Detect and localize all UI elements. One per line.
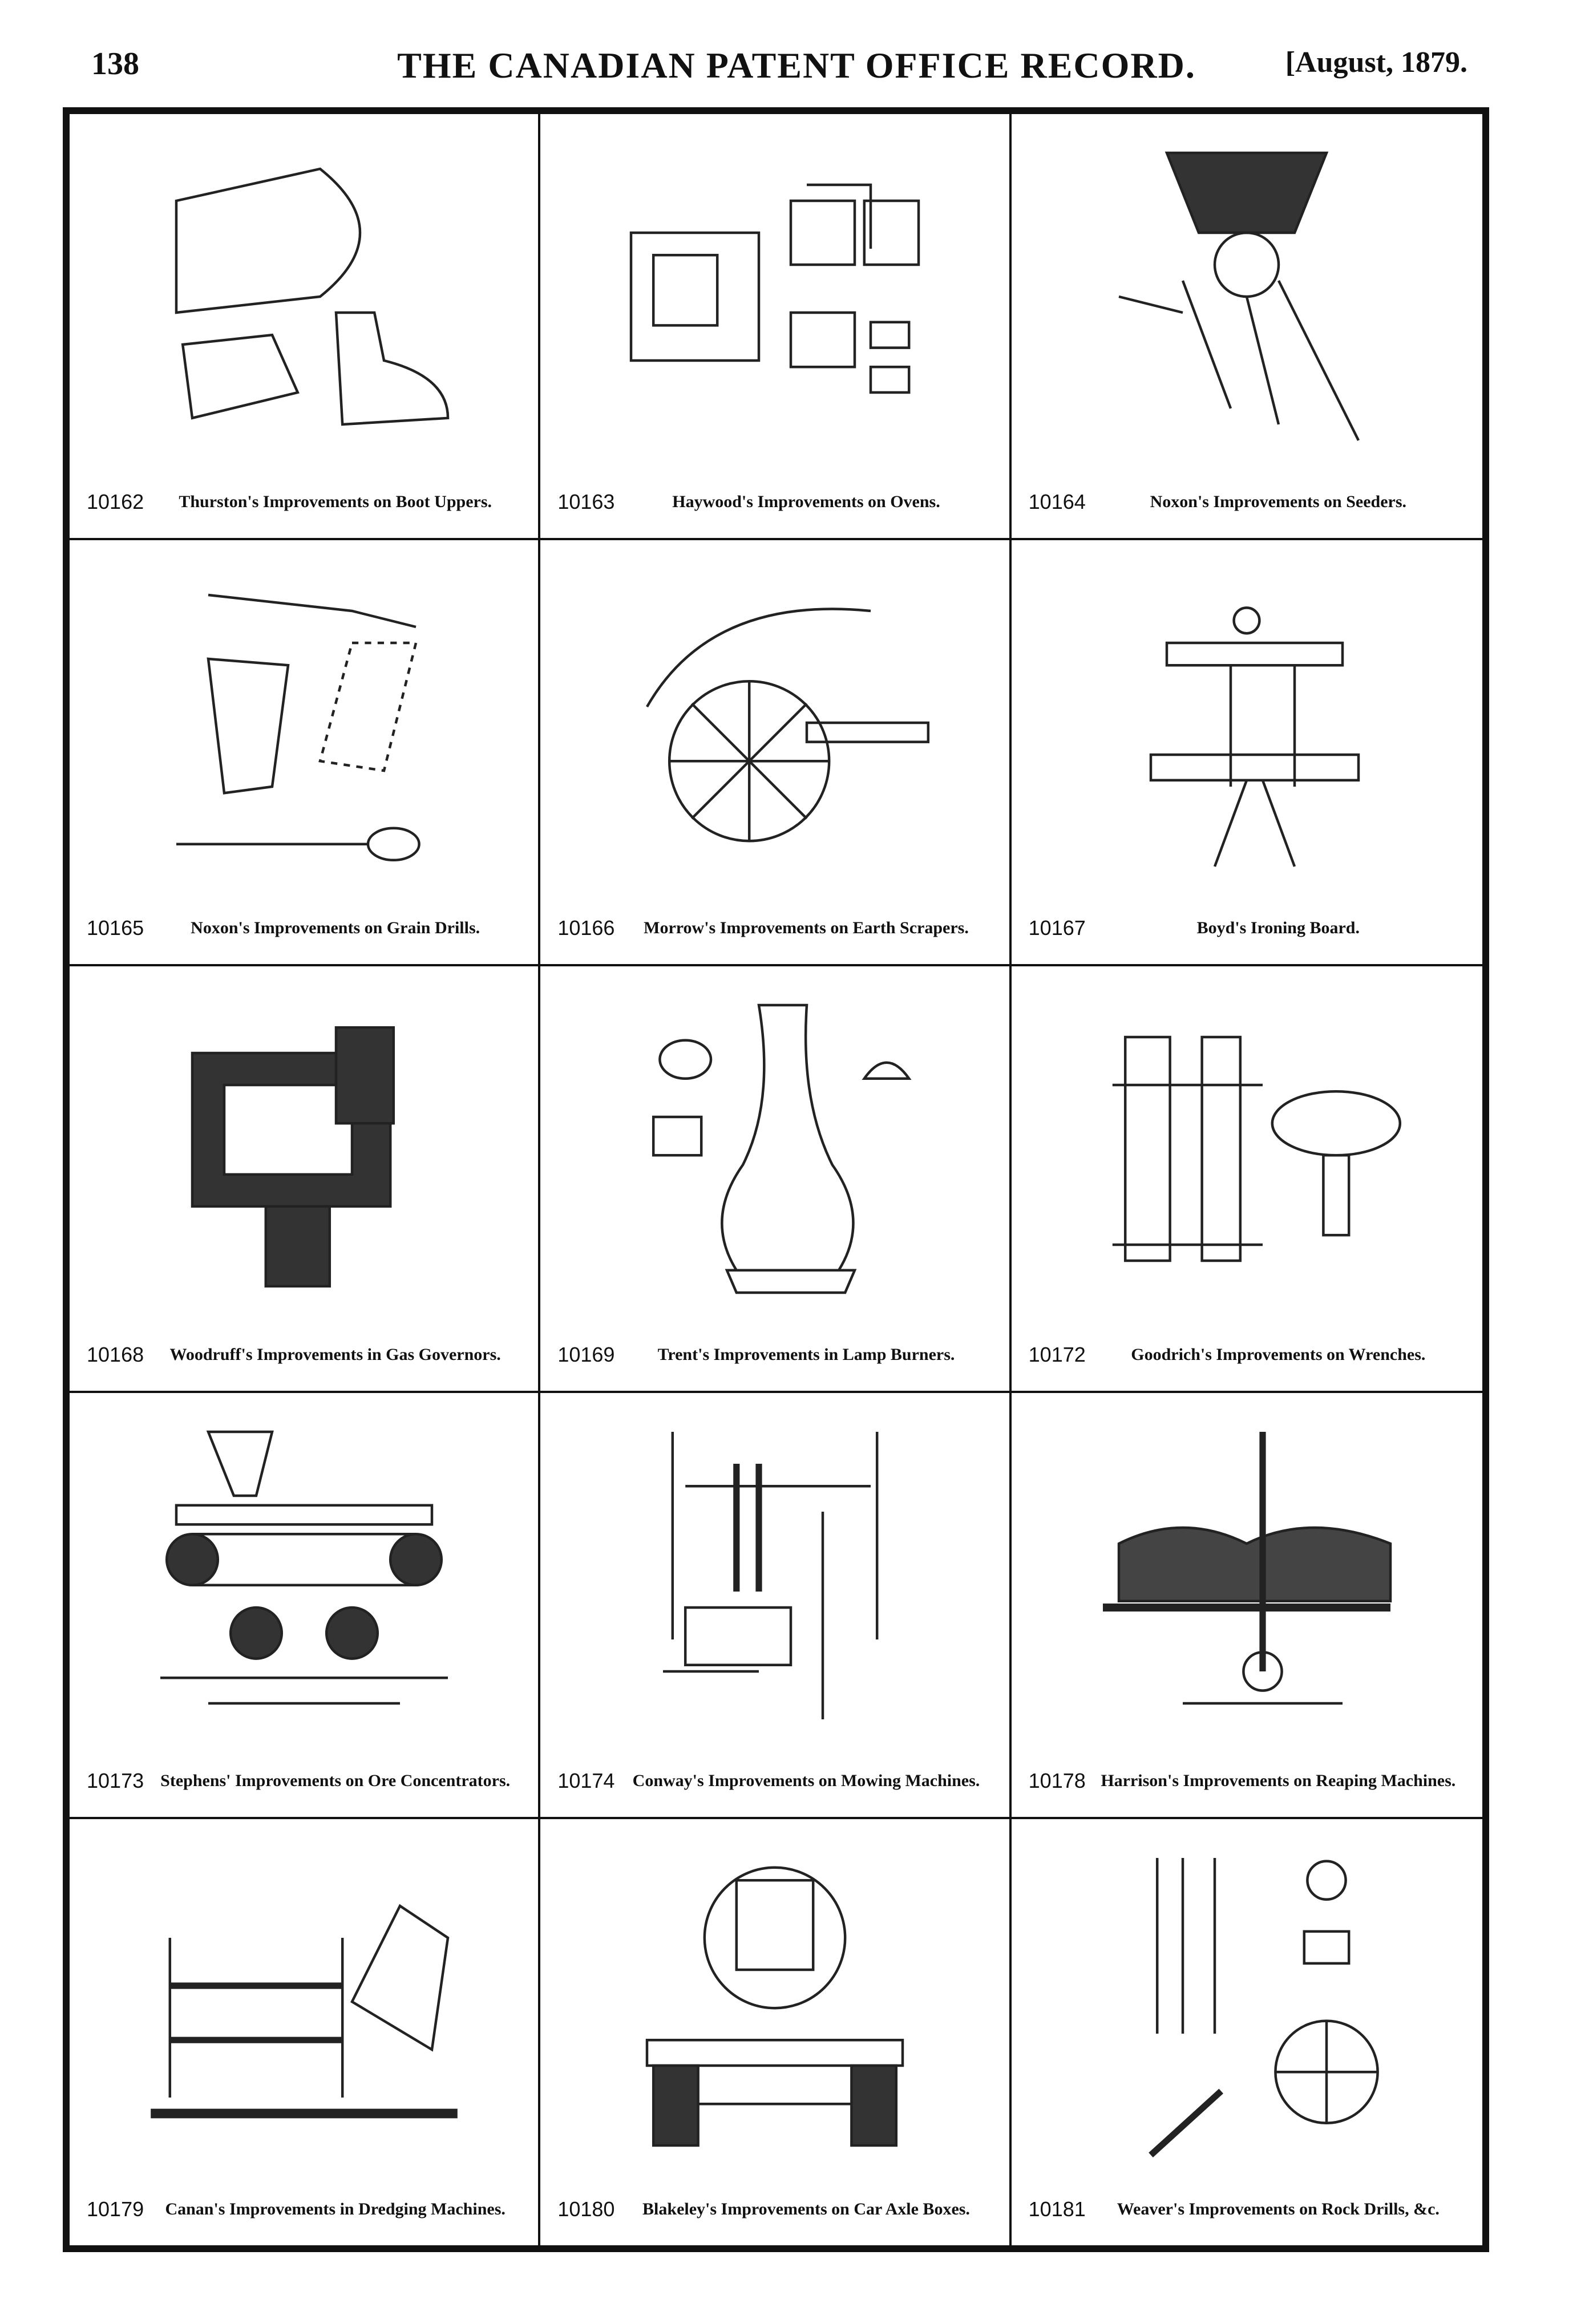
patent-caption: 10180 Blakeley's Improvements on Car Axl… <box>557 2197 992 2229</box>
patent-cell: 10178 Harrison's Improvements on Reaping… <box>1011 1393 1482 1819</box>
patent-cell: 10168 Woodruff's Improvements in Gas Gov… <box>70 966 541 1393</box>
patent-title: Canan's Improvements in Dredging Machine… <box>165 2200 506 2218</box>
patent-number: 10165 <box>87 916 144 940</box>
dredging-machines-drawing <box>150 1904 458 2119</box>
patent-caption: 10163 Haywood's Improvements on Ovens. <box>557 490 992 522</box>
patent-title: Blakeley's Improvements on Car Axle Boxe… <box>642 2200 970 2218</box>
patent-cell: 10169 Trent's Improvements in Lamp Burne… <box>540 966 1012 1393</box>
patent-cell: 10167 Boyd's Ironing Board. <box>1011 540 1482 967</box>
patent-title: Goodrich's Improvements on Wrenches. <box>1131 1345 1426 1364</box>
patent-title: Woodruff's Improvements in Gas Governors… <box>169 1345 501 1364</box>
patent-number: 10174 <box>557 1768 615 1792</box>
mowing-machines-drawing <box>662 1431 879 1719</box>
patent-cell: 10166 Morrow's Improvements on Earth Scr… <box>540 540 1012 967</box>
patent-cell: 10162 Thurston's Improvements on Boot Up… <box>70 114 541 541</box>
patent-number: 10181 <box>1028 2197 1086 2221</box>
patent-number: 10178 <box>1028 1768 1086 1792</box>
patent-cell: 10164 Noxon's Improvements on Seeders. <box>1011 114 1482 541</box>
patent-title: Trent's Improvements in Lamp Burners. <box>657 1345 955 1364</box>
patent-caption: 10173 Stephens' Improvements on Ore Conc… <box>87 1769 521 1801</box>
gas-governors-drawing <box>191 1026 395 1288</box>
patent-title: Thurston's Improvements on Boot Uppers. <box>179 492 492 512</box>
car-axle-boxes-drawing <box>645 1866 904 2147</box>
rock-drills-drawing <box>1149 1857 1380 2157</box>
patent-caption: 10164 Noxon's Improvements on Seeders. <box>1029 490 1465 522</box>
patent-cell: 10181 Weaver's Improvements on Rock Dril… <box>1012 1819 1482 2245</box>
patent-cell: 10179 Canan's Improvements in Dredging M… <box>70 1819 541 2245</box>
patent-number: 10180 <box>557 2197 615 2221</box>
patent-number: 10163 <box>557 490 615 514</box>
patent-caption: 10167 Boyd's Ironing Board. <box>1029 916 1465 948</box>
patent-cell: 10172 Goodrich's Improvements on Wrenche… <box>1011 966 1482 1393</box>
patent-caption: 10174 Conway's Improvements on Mowing Ma… <box>557 1769 992 1801</box>
ovens-drawing <box>629 183 920 394</box>
patent-caption: 10181 Weaver's Improvements on Rock Dril… <box>1029 2197 1465 2229</box>
lamp-burners-drawing <box>652 1004 912 1294</box>
patent-title: Stephens' Improvements on Ore Concentrat… <box>160 1771 511 1790</box>
patent-cell: 10163 Haywood's Improvements on Ovens. <box>540 114 1012 541</box>
reaping-machines-drawing <box>1103 1431 1392 1704</box>
patent-cell: 10165 Noxon's Improvements on Grain Dril… <box>70 540 541 967</box>
patent-title: Morrow's Improvements on Earth Scrapers. <box>644 918 969 938</box>
patent-caption: 10162 Thurston's Improvements on Boot Up… <box>87 490 521 522</box>
patent-caption: 10179 Canan's Improvements in Dredging M… <box>87 2197 521 2229</box>
patent-title: Noxon's Improvements on Grain Drills. <box>191 918 480 938</box>
patent-number: 10168 <box>87 1342 144 1366</box>
patent-number: 10173 <box>87 1768 144 1792</box>
patent-title: Noxon's Improvements on Seeders. <box>1150 492 1407 512</box>
patent-number: 10172 <box>1028 1342 1086 1366</box>
patent-number: 10169 <box>557 1342 615 1366</box>
patent-cell: 10180 Blakeley's Improvements on Car Axl… <box>540 1819 1012 2245</box>
patent-caption: 10165 Noxon's Improvements on Grain Dril… <box>87 916 521 948</box>
journal-title: THE CANADIAN PATENT OFFICE RECORD. <box>397 45 1196 86</box>
ore-concentrators-drawing <box>160 1430 448 1704</box>
patent-cell: 10174 Conway's Improvements on Mowing Ma… <box>540 1392 1012 1819</box>
patent-title: Haywood's Improvements on Ovens. <box>672 492 940 512</box>
page-number: 138 <box>91 46 139 82</box>
patent-caption: 10168 Woodruff's Improvements in Gas Gov… <box>87 1343 521 1375</box>
patent-number: 10179 <box>87 2197 144 2221</box>
patent-title: Boyd's Ironing Board. <box>1196 918 1360 938</box>
issue-date: [August, 1879. <box>1285 46 1467 79</box>
patent-number: 10166 <box>557 916 615 940</box>
page-header: 138 THE CANADIAN PATENT OFFICE RECORD. [… <box>0 0 1593 103</box>
patent-caption: 10178 Harrison's Improvements on Reaping… <box>1029 1769 1465 1801</box>
patent-caption: 10166 Morrow's Improvements on Earth Scr… <box>557 916 992 948</box>
wrenches-drawing <box>1113 1036 1402 1262</box>
patent-number: 10162 <box>87 490 144 514</box>
ironing-board-drawing <box>1150 606 1360 867</box>
patent-number: 10164 <box>1028 490 1086 514</box>
patent-figures-grid: 10162 Thurston's Improvements on Boot Up… <box>63 107 1489 2252</box>
patent-caption: 10172 Goodrich's Improvements on Wrenche… <box>1029 1343 1465 1375</box>
patent-number: 10167 <box>1028 916 1086 940</box>
patent-title: Harrison's Improvements on Reaping Machi… <box>1101 1771 1456 1790</box>
patent-title: Weaver's Improvements on Rock Drills, &c… <box>1117 2200 1440 2218</box>
patent-title: Conway's Improvements on Mowing Machines… <box>632 1771 980 1790</box>
patent-cell: 10173 Stephens' Improvements on Ore Conc… <box>70 1392 541 1819</box>
boot-uppers-drawing <box>175 167 449 426</box>
patent-caption: 10169 Trent's Improvements in Lamp Burne… <box>557 1343 992 1375</box>
seeders-drawing <box>1118 151 1360 442</box>
earth-scrapers-drawing <box>646 608 930 843</box>
grain-drills-drawing <box>176 593 421 862</box>
